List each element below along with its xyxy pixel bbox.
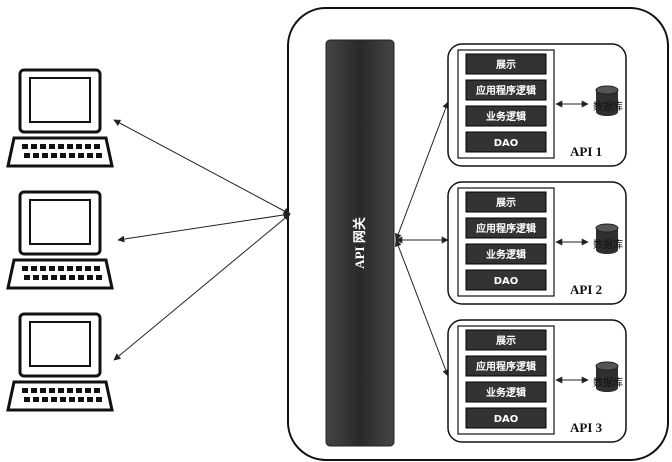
service-1-arrow <box>394 101 450 241</box>
layer-block <box>465 53 547 75</box>
layer-label: DAO <box>494 414 519 425</box>
layer-block <box>465 105 547 127</box>
database-label: 数据库 <box>593 100 623 113</box>
layer-label: 应用程序逻辑 <box>476 222 536 235</box>
layer-block <box>465 355 547 377</box>
layer-block <box>465 269 547 291</box>
client-1-arrow <box>113 119 291 215</box>
layer-label: DAO <box>494 138 519 149</box>
service-name: API 1 <box>570 144 602 159</box>
client-3-arrow <box>113 213 291 361</box>
layer-block <box>465 191 547 213</box>
layer-label: 展示 <box>496 197 516 209</box>
layer-label: 应用程序逻辑 <box>476 360 536 373</box>
database-icon <box>595 223 619 254</box>
layer-stack <box>457 49 555 159</box>
client-2-computer-icon <box>6 190 114 290</box>
service-name: API 2 <box>570 282 602 297</box>
layer-block <box>465 329 547 351</box>
service-3-arrow <box>394 239 450 377</box>
client-2-arrow <box>117 211 291 243</box>
layer-stack <box>457 325 555 435</box>
client-3-computer-icon <box>6 312 114 412</box>
layer-label: 应用程序逻辑 <box>476 84 536 97</box>
layer-block <box>465 407 547 429</box>
database-label: 数据库 <box>593 238 623 251</box>
layer-block <box>465 243 547 265</box>
database-icon <box>595 361 619 392</box>
gateway-label: API 网关 <box>352 217 367 269</box>
database-icon <box>595 85 619 116</box>
layer-block <box>465 79 547 101</box>
service-arrows <box>394 101 450 377</box>
client-arrows <box>113 119 291 361</box>
layer-label: 业务逻辑 <box>486 248 526 261</box>
layer-label: 展示 <box>496 335 516 347</box>
api-gateway: API 网关 <box>325 39 395 447</box>
layer-label: 展示 <box>496 59 516 71</box>
layer-block <box>465 217 547 239</box>
service-name: API 3 <box>570 420 603 435</box>
layer-block <box>465 381 547 403</box>
layer-block <box>465 131 547 153</box>
layer-label: 业务逻辑 <box>486 386 526 399</box>
layer-label: DAO <box>494 276 519 287</box>
layer-stack <box>457 187 555 297</box>
database-label: 数据库 <box>593 376 623 389</box>
layer-label: 业务逻辑 <box>486 110 526 123</box>
clients-group <box>6 68 114 412</box>
client-1-computer-icon <box>6 68 114 168</box>
